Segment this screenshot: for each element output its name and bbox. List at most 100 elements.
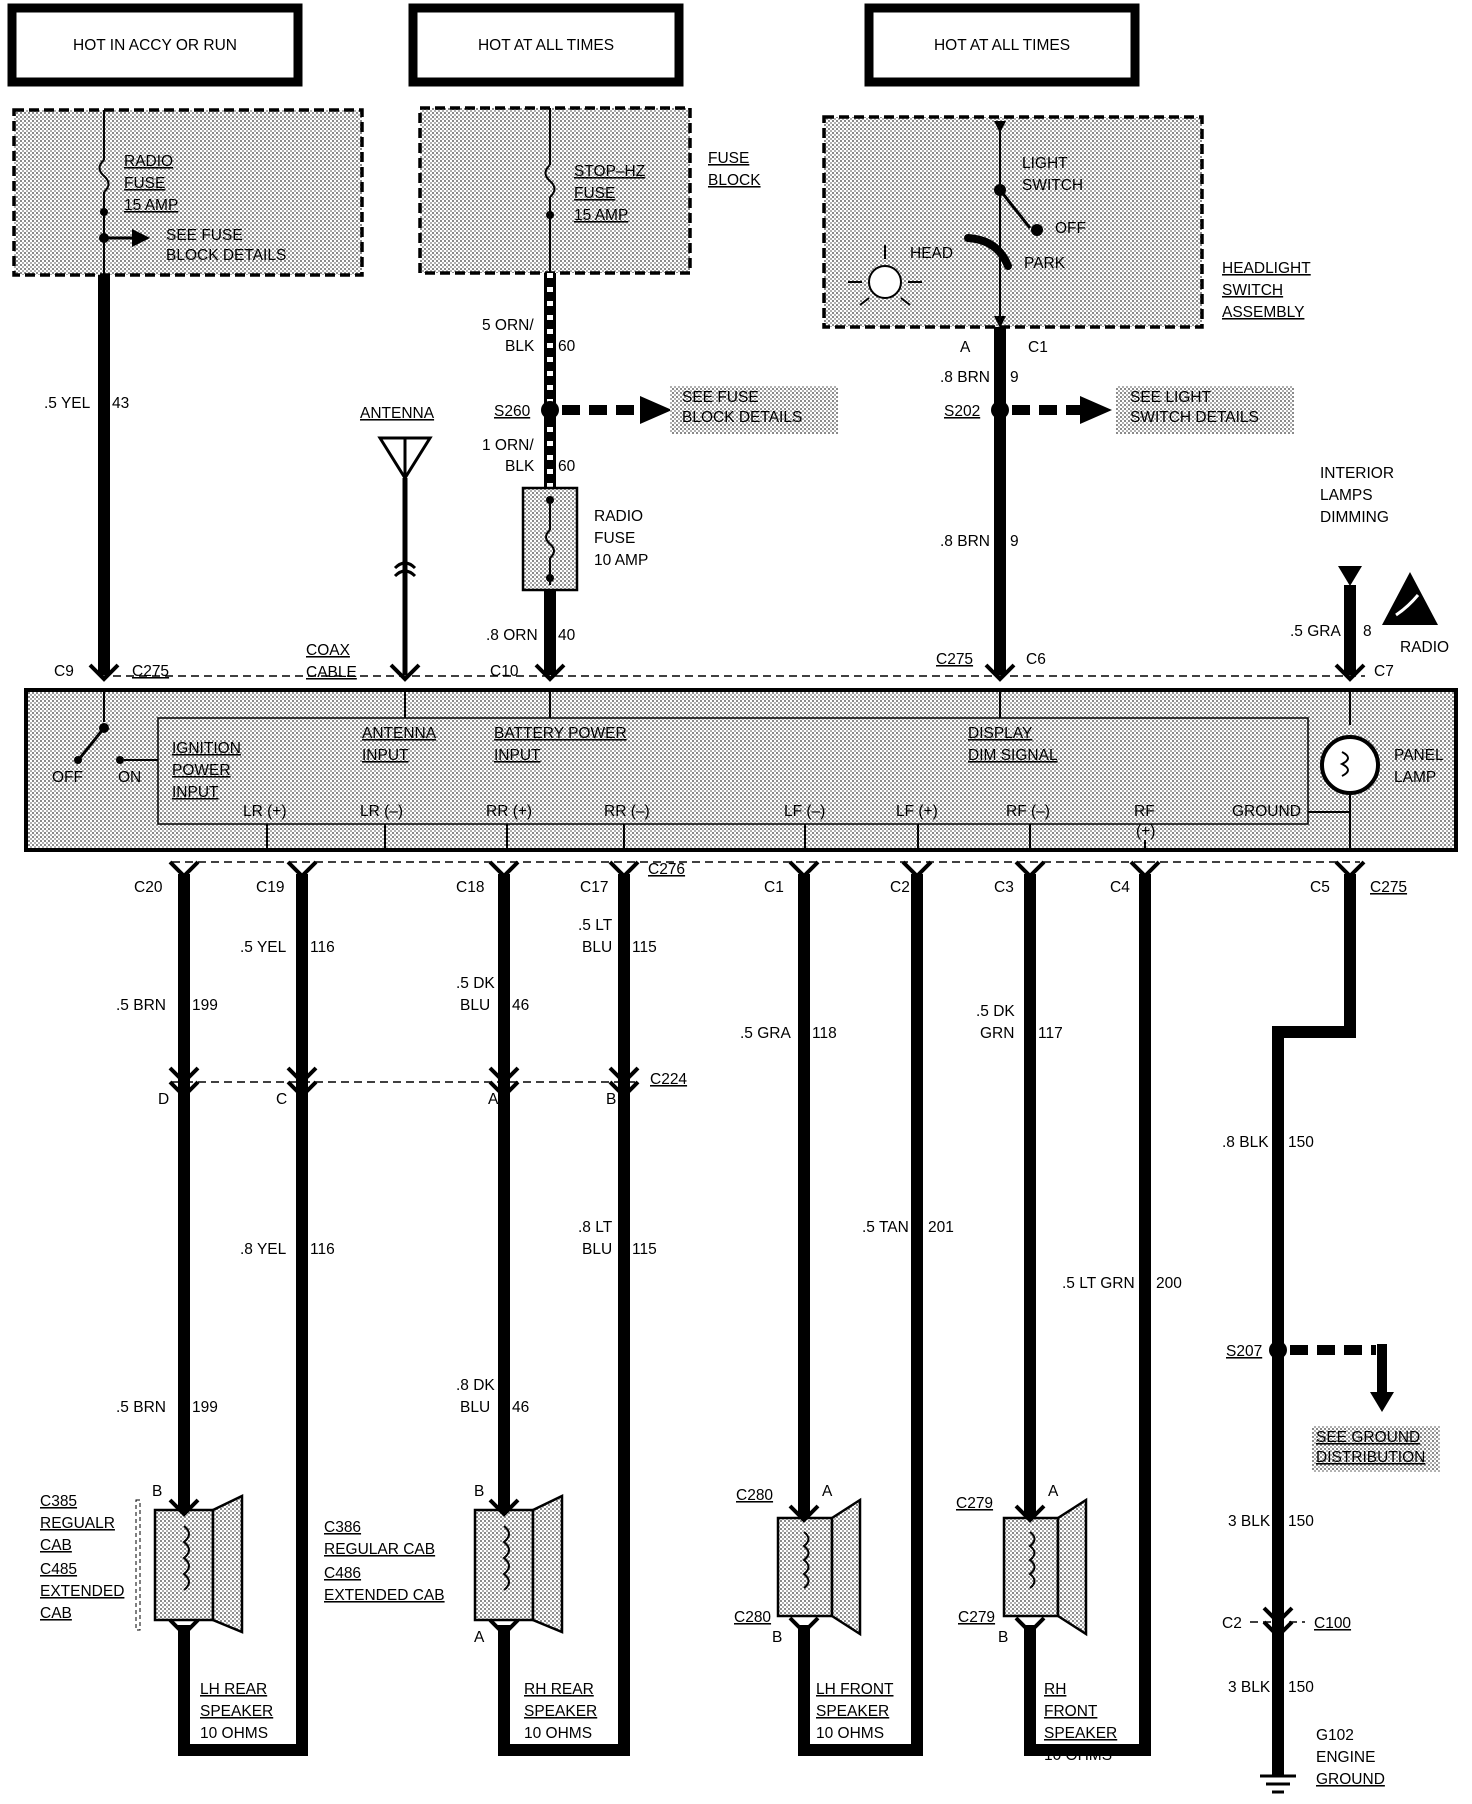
connector-label: C10 <box>490 663 519 680</box>
wire-blk-150 <box>1272 874 1356 1776</box>
connector-label: C20 <box>134 879 163 896</box>
wire-label: .5 TAN <box>862 1219 909 1236</box>
wire-label: .5 BRN <box>116 1399 166 1416</box>
pin-lr-minus: LR (–) <box>360 803 403 820</box>
rh-rear-speaker <box>473 1494 564 1634</box>
pin-rr-plus: RR (+) <box>486 803 532 820</box>
switch-off-label: OFF <box>1055 220 1086 237</box>
connector-label: C19 <box>256 879 284 896</box>
speaker-connector-label: C279 <box>956 1495 993 1512</box>
switch-head-label: HEAD <box>910 245 953 262</box>
terminal-label: B <box>998 1629 1008 1646</box>
speaker-name: SPEAKER <box>816 1703 889 1720</box>
connector-label: C275 <box>1370 879 1407 896</box>
circuit-number: 60 <box>558 458 576 475</box>
wire-label: .5 YEL <box>44 395 91 412</box>
header-hot-all-times-2: HOT AT ALL TIMES <box>864 3 1140 87</box>
light-switch-label: LIGHT <box>1022 155 1068 172</box>
speaker-connector-label: C279 <box>958 1609 995 1626</box>
ground-label: ENGINE <box>1316 1749 1375 1766</box>
wire-label: .5 DK <box>976 1003 1015 1020</box>
speaker-connector-label: C485 <box>40 1561 77 1578</box>
antenna-label: ANTENNA <box>360 405 435 422</box>
connector-label: C4 <box>1110 879 1130 896</box>
speaker-name: FRONT <box>1044 1703 1098 1720</box>
speaker-impedance: 10 OHMS <box>200 1725 268 1742</box>
wire-label: .5 DK <box>456 975 495 992</box>
stop-hz-fuse-label: STOP–HZ <box>574 163 645 180</box>
esd-warning-icon <box>1382 572 1438 625</box>
ground-label: GROUND <box>1316 1771 1385 1788</box>
pin-rf-plus: (+) <box>1136 823 1155 840</box>
radio-fuse-label: FUSE <box>124 175 165 192</box>
wire-label: 3 BLK <box>1228 1513 1271 1530</box>
see-light-switch-details: SWITCH DETAILS <box>1130 409 1259 426</box>
terminal-label: A <box>474 1629 485 1646</box>
coax-label: CABLE <box>306 664 357 681</box>
speaker-name: RH <box>1044 1681 1066 1698</box>
speaker-connector-label: C385 <box>40 1493 77 1510</box>
terminal-label: D <box>158 1091 169 1108</box>
see-fuse-details: SEE FUSE <box>166 227 243 244</box>
see-ground-distribution: SEE GROUND <box>1316 1429 1420 1446</box>
radio-fuse-label: FUSE <box>594 530 635 547</box>
connector-label: C7 <box>1374 663 1394 680</box>
splice-label: S202 <box>944 403 980 420</box>
circuit-number: 199 <box>192 997 218 1014</box>
panel-lamp-label: PANEL <box>1394 747 1444 764</box>
wire-label: .5 GRA <box>1290 623 1341 640</box>
speaker-connector-label: C280 <box>734 1609 771 1626</box>
speaker-name: LH FRONT <box>816 1681 894 1698</box>
wire-label: BLU <box>460 997 490 1014</box>
circuit-number: 118 <box>812 1025 837 1042</box>
circuit-number: 116 <box>310 939 335 956</box>
header-hot-all-times-1: HOT AT ALL TIMES <box>408 3 684 87</box>
see-light-switch-details: SEE LIGHT <box>1130 389 1211 406</box>
interior-dimming-label: DIMMING <box>1320 509 1389 526</box>
pin-lf-minus: LF (–) <box>784 803 825 820</box>
headlight-switch-assembly-label: HEADLIGHT <box>1222 260 1311 277</box>
wire-label: 3 BLK <box>1228 1679 1271 1696</box>
radio-fuse-label: RADIO <box>594 508 643 525</box>
splice-label: S207 <box>1226 1343 1262 1360</box>
speaker-connector-label: CAB <box>40 1537 72 1554</box>
connector-label: C100 <box>1314 1615 1351 1632</box>
see-fuse-details: BLOCK DETAILS <box>166 247 286 264</box>
antenna-icon <box>377 436 433 481</box>
speaker-impedance: 10 OHMS <box>1044 1747 1112 1764</box>
wire-label: BLK <box>505 458 535 475</box>
connector-label: C2 <box>1222 1615 1242 1632</box>
circuit-number: 8 <box>1363 623 1372 640</box>
speaker-connector-label: CAB <box>40 1605 72 1622</box>
radio-internal-box <box>157 717 1309 825</box>
connector-label: C17 <box>580 879 608 896</box>
speaker-connector-label: EXTENDED <box>40 1583 124 1600</box>
connector-label: C276 <box>648 861 685 878</box>
connector-label: C6 <box>1026 651 1046 668</box>
speaker-impedance: 10 OHMS <box>524 1725 592 1742</box>
see-fuse-details: BLOCK DETAILS <box>682 409 802 426</box>
see-ground-distribution: DISTRIBUTION <box>1316 1449 1425 1466</box>
pin-lf-plus: LF (+) <box>896 803 938 820</box>
pin-rr-minus: RR (–) <box>604 803 650 820</box>
light-switch-label: SWITCH <box>1022 177 1083 194</box>
speaker-name: SPEAKER <box>200 1703 273 1720</box>
terminal-label: B <box>606 1091 616 1108</box>
wire-label: .5 LT GRN <box>1062 1275 1135 1292</box>
header-text: HOT AT ALL TIMES <box>934 37 1070 54</box>
battery-input-label: BATTERY POWER <box>494 725 627 742</box>
splice-s260 <box>541 401 559 419</box>
interior-dimming-label: INTERIOR <box>1320 465 1394 482</box>
ground-label: G102 <box>1316 1727 1354 1744</box>
see-fuse-details: SEE FUSE <box>682 389 759 406</box>
pin-ground: GROUND <box>1232 803 1301 820</box>
radio-unit <box>24 688 1458 852</box>
panel-lamp-label: LAMP <box>1394 769 1436 786</box>
circuit-number: 115 <box>632 939 657 956</box>
terminal-label: C <box>276 1091 287 1108</box>
wire-label: .5 BRN <box>116 997 166 1014</box>
radio-fuse-label: RADIO <box>124 153 173 170</box>
fuse-block-box-left <box>12 108 364 277</box>
wire-label: BLU <box>582 1241 612 1258</box>
circuit-number: 200 <box>1156 1275 1182 1292</box>
